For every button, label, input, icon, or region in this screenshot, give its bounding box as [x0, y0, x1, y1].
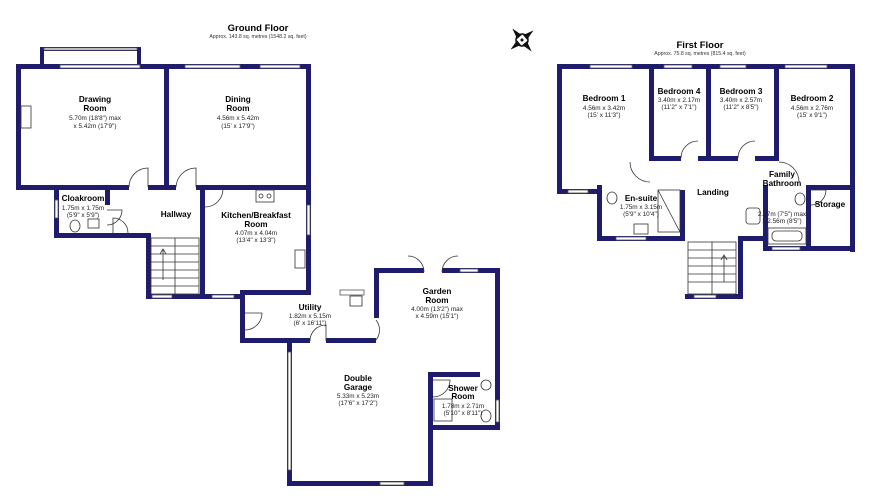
room-dimensions: 4.56m x 5.42m [217, 115, 259, 122]
room-drawing-room: Drawing Room 5.70m (18'8") max x 5.42m (… [69, 95, 122, 130]
room-dimensions: (11'2" x 8'5") [723, 104, 758, 111]
room-name: Family [769, 170, 795, 179]
room-name: Shower [448, 384, 478, 393]
room-name: Garage [344, 383, 373, 392]
room-dimensions: 3.40m x 2.57m [720, 97, 762, 104]
room-name: Room [226, 104, 249, 113]
room-name: Room [83, 104, 106, 113]
room-dimensions: 1.75m x 3.15m [620, 204, 662, 211]
room-name: Drawing [79, 95, 111, 104]
room-dimensions: (15' x 9'1") [797, 112, 827, 119]
room-dimensions: 4.00m (13'2") max [411, 306, 464, 313]
room-dining-room: Dining Room 4.56m x 5.42m (15' x 17'9") [217, 95, 259, 130]
room-dimensions: (5'9" x 10'4") [623, 211, 659, 218]
room-name: Cloakroom [62, 194, 105, 203]
room-dimensions: (11'2" x 7'1") [661, 104, 696, 111]
room-name: Garden [423, 287, 452, 296]
room-dimensions: x 4.59m (15'1") [416, 313, 459, 320]
room-bedroom-4: Bedroom 4 3.40m x 2.17m (11'2" x 7'1") [658, 87, 701, 111]
room-shower-room: Shower Room 1.78m x 2.71m (5'10" x 8'11"… [442, 384, 484, 417]
room-name: Double [344, 374, 372, 383]
room-name: Kitchen/Breakfast [221, 211, 291, 220]
room-hallway: Hallway [161, 210, 192, 219]
room-dimensions: (5'9" x 5'9") [67, 212, 99, 219]
first-floor-area: Approx. 75.8 sq. metres (815.4 sq. feet) [654, 51, 746, 57]
room-en-suite: En-suite 1.75m x 3.15m (5'9" x 10'4") [620, 194, 662, 218]
room-dimensions: 1.78m x 2.71m [442, 403, 484, 410]
ground-floor-title: Ground Floor [228, 23, 289, 34]
room-garden-room: Garden Room 4.00m (13'2") max x 4.59m (1… [411, 287, 464, 320]
room-name: Dining [225, 95, 250, 104]
room-name: Bedroom 4 [658, 87, 701, 96]
room-dimensions: 4.07m x 4.04m [235, 230, 277, 237]
room-dimensions: (17'6" x 17'2") [338, 400, 377, 407]
room-name: Bathroom [763, 179, 802, 188]
room-storage: Storage [815, 200, 846, 209]
room-dimensions: (5'10" x 8'11") [444, 410, 483, 417]
room-name: Room [451, 392, 474, 401]
room-landing: Landing [697, 188, 729, 197]
room-name: En-suite [625, 194, 658, 203]
room-name: Bedroom 1 [583, 94, 626, 103]
ground-floor-area: Approx. 143.8 sq. metres (1548.2 sq. fee… [209, 34, 306, 40]
room-dimensions: (15' x 17'9") [221, 123, 254, 130]
room-dimensions: 5.33m x 5.23m [337, 393, 379, 400]
ground-floor-plan [16, 47, 500, 486]
room-dimensions: 3.40m x 2.17m [658, 97, 700, 104]
first-floor-title: First Floor [677, 40, 724, 51]
room-bedroom-1: Bedroom 1 4.56m x 3.42m (15' x 11'3") [583, 94, 626, 119]
room-double-garage: Double Garage 5.33m x 5.23m (17'6" x 17'… [337, 374, 379, 407]
room-name: Room [425, 296, 448, 305]
room-dimensions: x 2.56m (8'5") [762, 218, 801, 225]
room-dimensions: 4.56m x 2.76m [791, 105, 833, 112]
room-family-bathroom: Family Bathroom 2.27m (7'5") max x 2.56m… [758, 170, 807, 225]
room-name: Room [244, 220, 267, 229]
room-utility: Utility 1.82m x 5.15m (6' x 16'11") [289, 303, 331, 327]
room-dimensions: (6' x 16'11") [293, 320, 326, 327]
room-dimensions: 1.75m x 1.75m [62, 205, 104, 212]
room-dimensions: 5.70m (18'8") max [69, 115, 122, 122]
room-dimensions: 4.56m x 3.42m [583, 105, 625, 112]
first-floor-plan [557, 64, 855, 299]
room-bedroom-3: Bedroom 3 3.40m x 2.57m (11'2" x 8'5") [720, 87, 763, 111]
room-kitchen-breakfast: Kitchen/Breakfast Room 4.07m x 4.04m (13… [221, 211, 291, 244]
room-dimensions: (13'4" x 13'3") [236, 237, 275, 244]
room-dimensions: (15' x 11'3") [587, 112, 620, 119]
room-dimensions: x 5.42m (17'9") [74, 123, 117, 130]
room-dimensions: 1.82m x 5.15m [289, 313, 331, 320]
room-name: Bedroom 3 [720, 87, 763, 96]
room-name: Utility [299, 303, 322, 312]
room-cloakroom: Cloakroom 1.75m x 1.75m (5'9" x 5'9") [62, 194, 105, 219]
compass-icon [510, 28, 534, 52]
room-bedroom-2: Bedroom 2 4.56m x 2.76m (15' x 9'1") [791, 94, 834, 119]
room-dimensions: 2.27m (7'5") max [758, 211, 807, 218]
room-name: Bedroom 2 [791, 94, 834, 103]
